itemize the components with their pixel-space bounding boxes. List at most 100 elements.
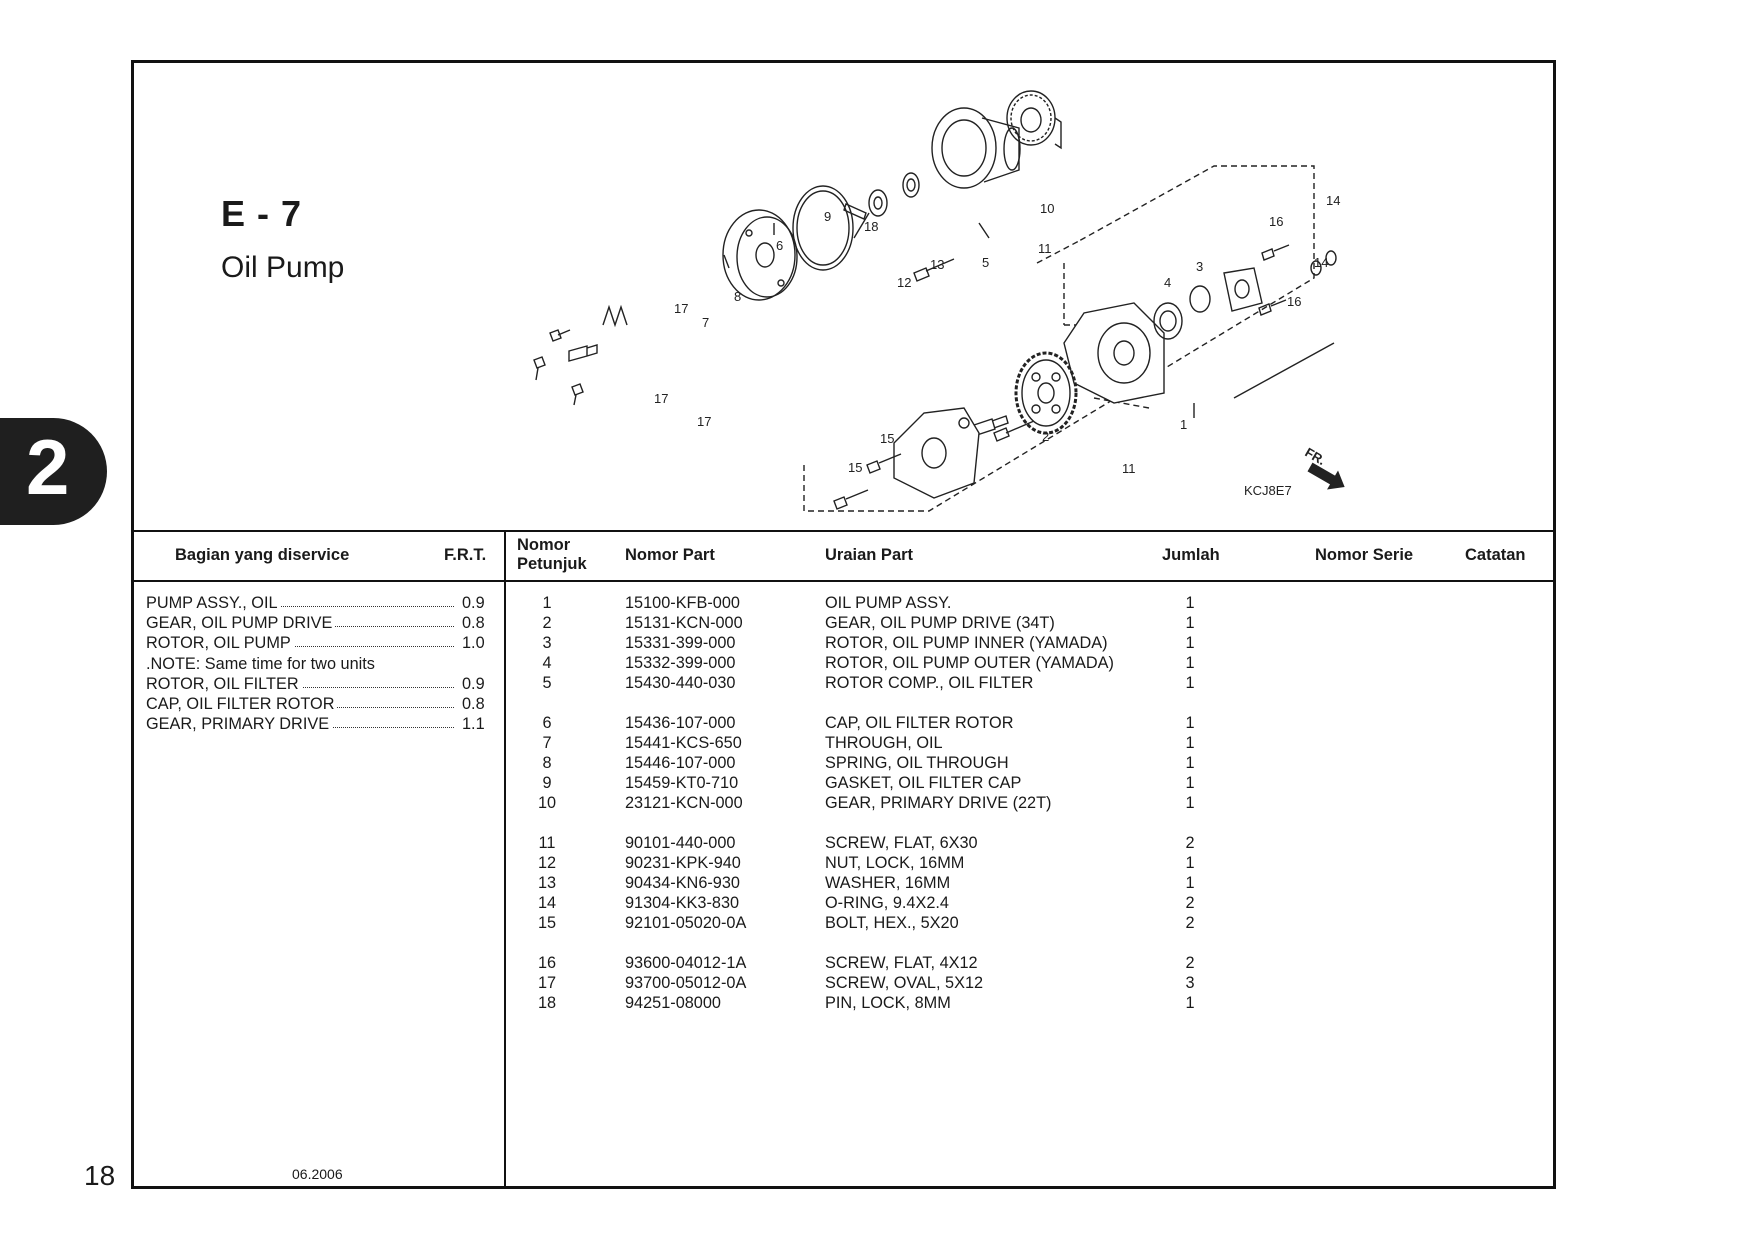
ref-number: 1	[542, 594, 552, 612]
part-number: 15331-399-000	[625, 634, 736, 652]
callout-13: 13	[930, 257, 944, 272]
callout-6: 6	[776, 238, 783, 253]
part-description: OIL PUMP ASSY.	[825, 594, 952, 612]
callout-18: 18	[864, 219, 878, 234]
service-note: .NOTE: Same time for two units	[146, 653, 492, 674]
oil-filter-rotor	[931, 107, 1021, 189]
oil-pump-drive-gear	[1014, 351, 1078, 435]
part-description: BOLT, HEX., 5X20	[825, 914, 959, 932]
part-description: SCREW, FLAT, 4X12	[825, 954, 978, 972]
header-frt: F.R.T.	[444, 546, 487, 564]
part-number: 91304-KK3-830	[625, 894, 740, 912]
part-description: ROTOR COMP., OIL FILTER	[825, 674, 1034, 692]
callout-1: 1	[1180, 417, 1187, 432]
ref-number: 11	[538, 834, 556, 852]
part-description: SCREW, OVAL, 5X12	[825, 974, 984, 992]
ref-number: 9	[542, 774, 552, 792]
quantity: 1	[1185, 654, 1195, 672]
parts-catalog-frame: E - 7 Oil Pump	[131, 60, 1556, 1189]
callout-17b: 17	[654, 391, 668, 406]
quantity: 1	[1185, 634, 1195, 652]
section-code: E - 7	[221, 193, 303, 234]
ref-number: 12	[537, 854, 557, 872]
oil-pump-body	[1063, 302, 1165, 404]
quantity: 1	[1185, 994, 1195, 1012]
assembly-boundary	[803, 165, 1315, 512]
lock-nut	[868, 189, 888, 217]
callout-16a: 16	[1269, 214, 1283, 229]
part-description: NUT, LOCK, 16MM	[825, 854, 965, 872]
front-label: FR.	[1303, 445, 1329, 468]
callout-15b: 15	[848, 460, 862, 475]
part-number: 15430-440-030	[625, 674, 736, 692]
ref-number: 6	[542, 714, 552, 732]
part-number: 93600-04012-1A	[625, 954, 747, 972]
quantity: 2	[1185, 914, 1195, 932]
primary-drive-gear	[1006, 90, 1062, 150]
quantity: 3	[1185, 974, 1195, 992]
quantity: 1	[1185, 594, 1195, 612]
part-number: 90434-KN6-930	[625, 874, 740, 892]
callout-9: 9	[824, 209, 831, 224]
header-qty: Jumlah	[1162, 546, 1220, 564]
part-description: THROUGH, OIL	[825, 734, 943, 752]
hex-bolt	[866, 453, 902, 474]
outer-rotor	[1153, 302, 1183, 340]
part-number: 93700-05012-0A	[625, 974, 747, 992]
callout-4: 4	[1164, 275, 1171, 290]
oval-screw	[549, 329, 571, 342]
header-description: Uraian Part	[825, 546, 914, 564]
ref-number: 4	[542, 654, 552, 672]
header-service-part: Bagian yang diservice	[175, 546, 350, 564]
callout-17a: 17	[674, 301, 688, 316]
rotor-cover	[1223, 267, 1263, 312]
part-number: 23121-KCN-000	[625, 794, 743, 812]
part-description: SCREW, FLAT, 6X30	[825, 834, 978, 852]
part-number: 92101-05020-0A	[625, 914, 747, 932]
table-header: Bagian yang diservice F.R.T. Nomor Petun…	[134, 530, 1553, 582]
flat-screw	[993, 420, 1035, 442]
part-number: 15446-107-000	[625, 754, 736, 772]
revision-date: 06.2006	[292, 1166, 343, 1182]
oval-screw	[533, 356, 546, 381]
exploded-diagram: FR. 1 2 3 4 5 6 7 8 9 10 11 11 12 13 14 …	[533, 90, 1345, 512]
callout-17c: 17	[697, 414, 711, 429]
callout-3: 3	[1196, 259, 1203, 274]
part-number: 90101-440-000	[625, 834, 736, 852]
quantity: 1	[1185, 734, 1195, 752]
callout-15a: 15	[880, 431, 894, 446]
o-ring	[1325, 250, 1337, 266]
callout-12: 12	[897, 275, 911, 290]
gasket	[792, 185, 854, 271]
quantity: 1	[1185, 854, 1195, 872]
part-number: 15131-KCN-000	[625, 614, 743, 632]
callout-7: 7	[702, 315, 709, 330]
table-row: 11 90101-440-000 SCREW, FLAT, 6X30 2	[506, 833, 1553, 853]
callout-2: 2	[1042, 429, 1049, 444]
inner-rotor	[1189, 285, 1211, 313]
callout-5: 5	[982, 255, 989, 270]
callout-11a: 11	[1038, 241, 1052, 256]
part-description: PIN, LOCK, 8MM	[825, 994, 951, 1012]
part-number: 94251-08000	[625, 994, 721, 1012]
ref-number: 3	[542, 634, 552, 652]
callout-labels: 1 2 3 4 5 6 7 8 9 10 11 11 12 13 14 14 1…	[654, 193, 1340, 476]
quantity: 2	[1185, 834, 1195, 852]
section-title: Oil Pump	[221, 251, 345, 284]
column-divider	[504, 530, 506, 1186]
